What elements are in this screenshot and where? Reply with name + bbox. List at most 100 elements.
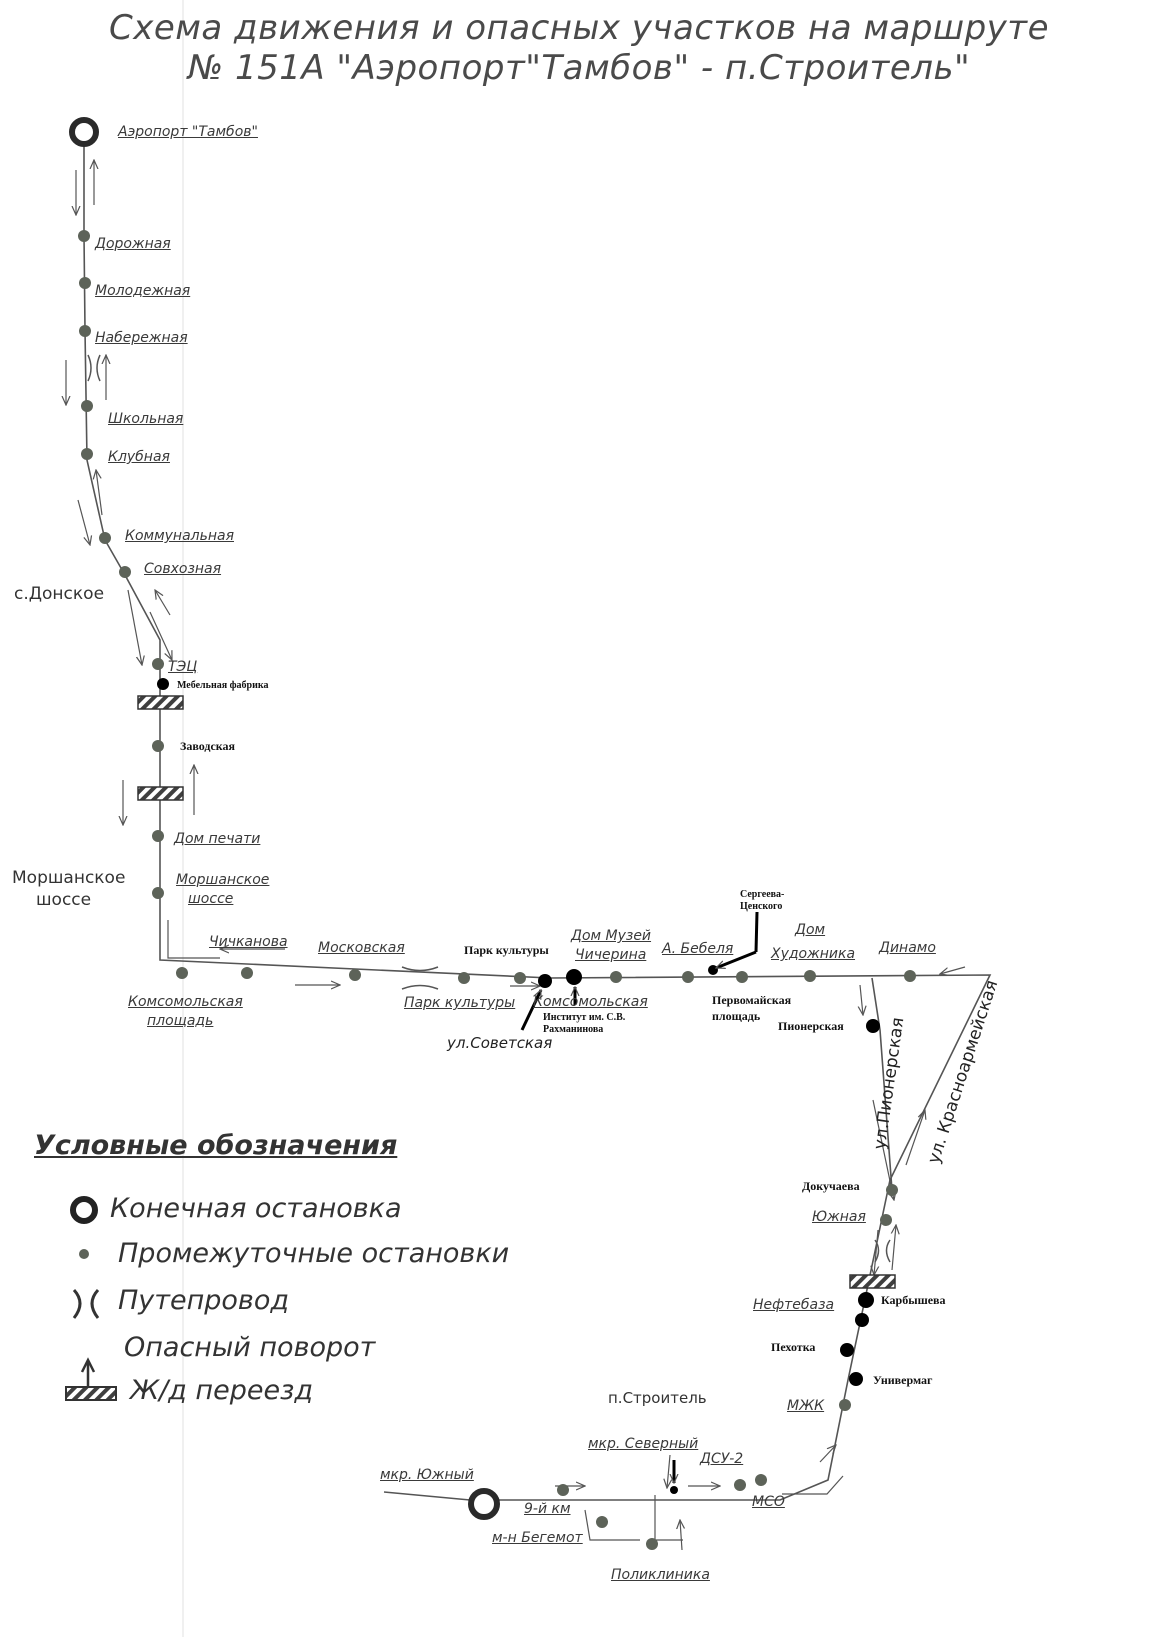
- stop-label-komsom-pl-line1: Комсомольская: [128, 994, 243, 1010]
- stop-label-mkr-severny: мкр. Северный: [588, 1436, 699, 1452]
- street-sovetskaya: ул.Советская: [447, 1034, 553, 1052]
- stop-dot: [736, 971, 748, 983]
- stop-dot: [119, 566, 131, 578]
- stop-label-9km: 9-й км: [524, 1501, 571, 1517]
- stop-label-zavodskaya: Заводская: [180, 739, 236, 753]
- pointer-arrows: [520, 911, 759, 1483]
- stop-label-yuzhnaya: Южная: [812, 1209, 866, 1225]
- stop-label-dom-muzey-line1: Дом Музей: [571, 928, 652, 944]
- railway-crossing: [137, 786, 184, 801]
- stop-label-dom-pechati: Дом печати: [174, 831, 261, 847]
- stop-label-komsomolskaya: Комсомольская: [533, 994, 648, 1010]
- area-morshanskoe-line2: шоссе: [36, 890, 92, 910]
- stop-dot: [904, 970, 916, 982]
- stop-dot: [849, 1372, 863, 1386]
- stop-label-park-kultury: Парк культуры: [404, 995, 516, 1011]
- added-stops: [157, 678, 880, 1494]
- area-morshanskoe-line1: Моршанское: [12, 868, 126, 888]
- stop-dot: [682, 971, 694, 983]
- stop-dot: [610, 971, 622, 983]
- stop-dot: [886, 1184, 898, 1196]
- stop-label-dokuchaeva: Докучаева: [802, 1179, 860, 1193]
- stop-label-park-kultury-bold: Парк культуры: [464, 943, 549, 957]
- terminal-stop-mkr-yuzhny: [468, 1488, 500, 1520]
- stop-label-mebelnaya: Мебельная фабрика: [177, 680, 269, 691]
- stop-label-neftebaza: Нефтебаза: [753, 1297, 835, 1313]
- stop-dot: [858, 1292, 874, 1308]
- stop-dot: [646, 1538, 658, 1550]
- stop-dot: [458, 972, 470, 984]
- stop-label-univermag: Универмаг: [873, 1373, 933, 1387]
- stop-label-pervomayskaya-line1: Первомайская: [712, 993, 792, 1007]
- stop-label-pekhotka: Пехотка: [771, 1340, 816, 1354]
- stop-label-pionerskaya: Пионерская: [778, 1019, 844, 1033]
- stop-dot: [670, 1486, 678, 1494]
- stop-dot: [596, 1516, 608, 1528]
- legend-stop-icon: [79, 1249, 89, 1259]
- stop-dot: [538, 974, 552, 988]
- stop-dot: [734, 1479, 746, 1491]
- stop-label-kommunalnaya: Коммунальная: [125, 528, 234, 544]
- legend-turn-label: Опасный поворот: [124, 1332, 376, 1363]
- stop-label-karbysheva: Карбышева: [881, 1293, 946, 1307]
- stop-dot: [557, 1484, 569, 1496]
- stop-label-poliklinika: Поликлиника: [611, 1567, 710, 1583]
- stop-dot: [79, 325, 91, 337]
- stop-label-chichkanova: Чичканова: [209, 934, 288, 950]
- stop-label-dom-khud-line1: Дом: [795, 922, 826, 938]
- legend-crossing-icon: [65, 1386, 117, 1401]
- stop-dot: [514, 972, 526, 984]
- stop-dot: [79, 277, 91, 289]
- stop-label-begemot: м-н Бегемот: [492, 1530, 583, 1546]
- stop-label-mkr-yuzhny: мкр. Южный: [380, 1467, 474, 1483]
- legend-title: Условные обозначения: [34, 1130, 398, 1161]
- overpass-marks: [87, 354, 891, 1263]
- stop-dot: [804, 970, 816, 982]
- stop-dot: [839, 1399, 851, 1411]
- stop-label-dom-khud-line2: Художника: [771, 946, 856, 962]
- legend-intermediate-label: Промежуточные остановки: [118, 1238, 510, 1269]
- stop-label-tets: ТЭЦ: [168, 659, 198, 675]
- stop-dot: [176, 967, 188, 979]
- stop-label-dom-muzey-line2: Чичерина: [575, 947, 647, 963]
- stop-label-morsh-line2: шоссе: [188, 891, 234, 907]
- stop-label-klubnaya: Клубная: [108, 449, 170, 465]
- stop-label-pervomayskaya-line2: площадь: [712, 1009, 761, 1023]
- railway-crossing: [849, 1274, 896, 1289]
- stop-dot: [78, 230, 90, 242]
- stop-dot: [99, 532, 111, 544]
- stop-label-sergeeva-line2: Ценского: [740, 901, 783, 912]
- terminal-stop-airport: [69, 117, 99, 147]
- stop-dot: [755, 1474, 767, 1486]
- stop-label-mso: МСО: [752, 1494, 785, 1510]
- stop-dot: [241, 967, 253, 979]
- stop-label-dsu2: ДСУ-2: [700, 1451, 744, 1467]
- stop-label-airport: Аэропорт "Тамбов": [118, 124, 258, 140]
- stop-label-moskovskaya: Московская: [318, 940, 405, 956]
- route-end-line: [383, 1491, 471, 1501]
- route-branch-pionerskaya: [871, 977, 893, 1191]
- stop-dot: [866, 1019, 880, 1033]
- stop-dot: [880, 1214, 892, 1226]
- stop-label-molodezhnaya: Молодежная: [95, 283, 191, 299]
- legend-terminal-icon: [70, 1196, 98, 1224]
- stop-label-naberezhnaya: Набережная: [95, 330, 188, 346]
- stop-dot: [855, 1313, 869, 1327]
- legend-terminal-label: Конечная остановка: [110, 1193, 402, 1224]
- direction-arrows: [66, 160, 966, 1551]
- stop-dot: [157, 678, 169, 690]
- area-donskoe: с.Донское: [14, 584, 105, 604]
- map-title-line2: № 151А "Аэропорт"Тамбов" - п.Строитель": [187, 48, 971, 88]
- stop-label-morsh-line1: Моршанское: [176, 872, 270, 888]
- railway-crossing: [137, 695, 184, 710]
- stop-dot: [152, 658, 164, 670]
- intermediate-stops: [78, 230, 916, 1550]
- stop-dot: [840, 1343, 854, 1357]
- map-title-line1: Схема движения и опасных участков на мар…: [108, 8, 1050, 48]
- legend-overpass-label: Путепровод: [118, 1285, 290, 1316]
- stop-dot: [566, 969, 582, 985]
- stop-label-a-bebelya: А. Бебеля: [662, 941, 734, 957]
- stop-label-institut-line1: Институт им. С.В.: [543, 1012, 626, 1023]
- stop-label-dinamo: Динамо: [879, 940, 936, 956]
